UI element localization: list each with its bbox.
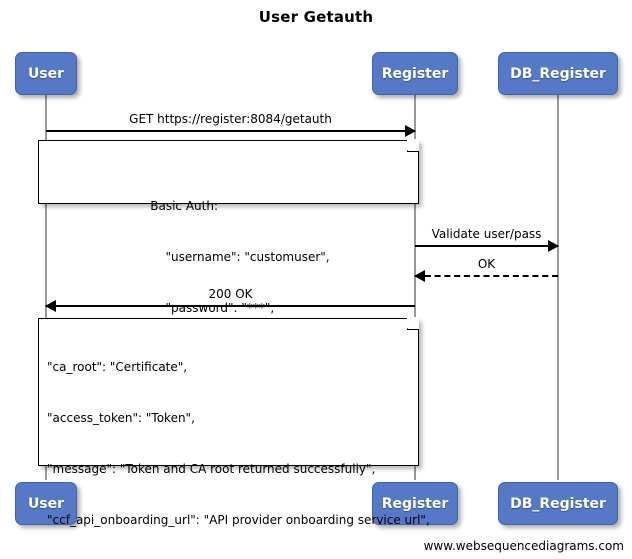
actor-db-register-top[interactable]: DB_Register bbox=[498, 52, 618, 95]
note-line: "ccf_api_onboarding_url": "API provider … bbox=[47, 513, 430, 527]
note-body: Basic Auth: "username": "customuser", "p… bbox=[39, 141, 418, 374]
arrowhead-right-icon bbox=[405, 125, 416, 137]
arrowhead-right-icon bbox=[548, 240, 559, 252]
message-label: 200 OK bbox=[208, 287, 253, 301]
note-line: "ca_root": "Certificate", bbox=[47, 360, 188, 374]
actor-label: DB_Register bbox=[510, 495, 606, 512]
note-line: "message": "Token and CA root returned s… bbox=[47, 462, 376, 476]
actor-user-bottom[interactable]: User bbox=[15, 482, 77, 525]
message-label: GET https://register:8084/getauth bbox=[129, 112, 332, 126]
note-line: "password": "***", bbox=[150, 301, 275, 315]
actor-db-register-bottom[interactable]: DB_Register bbox=[498, 482, 618, 525]
actor-label: Register bbox=[381, 495, 449, 512]
message-label: Validate user/pass bbox=[431, 227, 542, 241]
note-fold-corner-icon bbox=[407, 139, 419, 152]
note-line: "username": "customuser", bbox=[150, 250, 330, 264]
message-line bbox=[46, 130, 415, 132]
arrowhead-left-icon bbox=[414, 270, 425, 282]
note-basic-auth: Basic Auth: "username": "customuser", "p… bbox=[38, 139, 419, 315]
actor-label: Register bbox=[381, 65, 449, 82]
lifeline-db-register bbox=[557, 95, 559, 480]
actor-label: DB_Register bbox=[510, 65, 606, 82]
note-token-response: "ca_root": "Certificate", "access_token"… bbox=[38, 317, 430, 527]
page-title: User Getauth bbox=[258, 8, 374, 26]
lifeline-user bbox=[45, 95, 47, 480]
actor-label: User bbox=[27, 65, 65, 82]
message-line bbox=[415, 245, 558, 247]
actor-label: User bbox=[27, 495, 65, 512]
lifeline-register bbox=[414, 95, 416, 480]
note-body: "ca_root": "Certificate", "access_token"… bbox=[39, 319, 430, 559]
note-text-wrap: Basic Auth: "username": "customuser", "p… bbox=[150, 164, 329, 351]
message-label: OK bbox=[477, 257, 496, 271]
actor-register-top[interactable]: Register bbox=[372, 52, 458, 95]
note-line: "access_token": "Token", bbox=[47, 411, 195, 425]
actor-user-top[interactable]: User bbox=[15, 52, 77, 95]
note-line: Basic Auth: bbox=[150, 199, 219, 213]
note-fold-corner-icon bbox=[407, 317, 419, 330]
arrowhead-left-icon bbox=[45, 300, 56, 312]
footer-watermark: www.websequencediagrams.com bbox=[423, 539, 624, 553]
actor-register-bottom[interactable]: Register bbox=[372, 482, 458, 525]
message-line bbox=[46, 305, 415, 307]
message-line bbox=[415, 275, 558, 277]
